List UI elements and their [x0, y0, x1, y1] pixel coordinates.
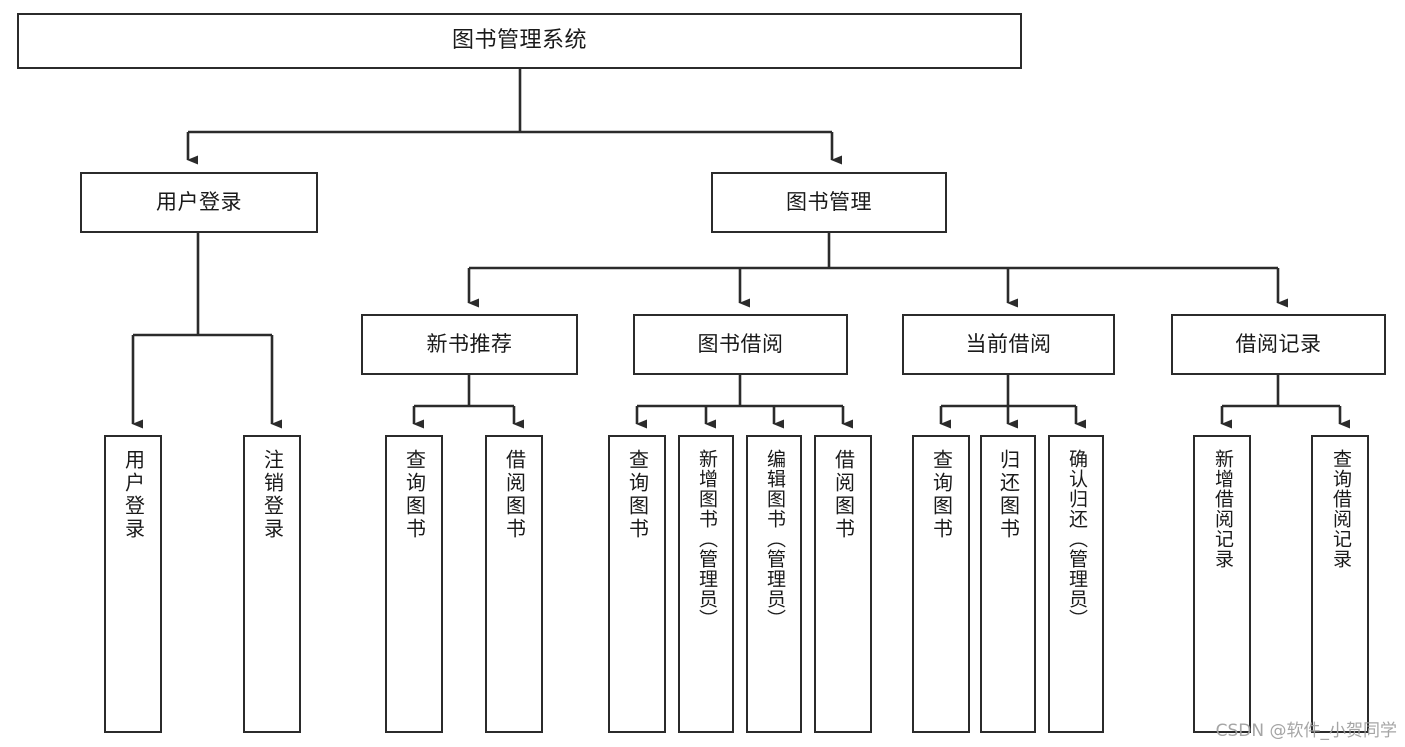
node-book-borrow[interactable]: 图书借阅 — [633, 314, 848, 375]
leaf-borrow-record-add-record[interactable]: 新增借阅记录 — [1193, 435, 1251, 733]
node-book-manage-label: 图书管理 — [786, 190, 872, 215]
leaf-book-borrow-add-book[interactable]: 新增图书（管理员） — [678, 435, 734, 733]
node-book-manage[interactable]: 图书管理 — [711, 172, 947, 233]
leaf-borrow-record-query-record[interactable]: 查询借阅记录 — [1311, 435, 1369, 733]
leaf-current-borrow-query-book[interactable]: 查询图书 — [912, 435, 970, 733]
leaf-user-login-login[interactable]: 用户登录 — [104, 435, 162, 733]
leaf-book-borrow-query-book[interactable]: 查询图书 — [608, 435, 666, 733]
leaf-new-book-rec-query-book[interactable]: 查询图书 — [385, 435, 443, 733]
node-borrow-record-label: 借阅记录 — [1235, 332, 1322, 357]
leaf-current-borrow-query-book-label: 查询图书 — [929, 449, 954, 541]
leaf-book-borrow-edit-book-label: 编辑图书（管理员） — [763, 449, 786, 629]
leaf-book-borrow-borrow-book[interactable]: 借阅图书 — [814, 435, 872, 733]
leaf-user-login-logout[interactable]: 注销登录 — [243, 435, 301, 733]
leaf-book-borrow-borrow-book-label: 借阅图书 — [831, 449, 856, 541]
leaf-current-borrow-confirm-return-label: 确认归还（管理员） — [1065, 449, 1088, 629]
leaf-user-login-logout-label: 注销登录 — [260, 449, 285, 541]
node-book-borrow-label: 图书借阅 — [697, 332, 784, 357]
node-current-borrow[interactable]: 当前借阅 — [902, 314, 1115, 375]
leaf-current-borrow-return-book[interactable]: 归还图书 — [980, 435, 1036, 733]
leaf-book-borrow-query-book-label: 查询图书 — [625, 449, 650, 541]
leaf-new-book-rec-query-book-label: 查询图书 — [402, 449, 427, 541]
node-new-book-rec[interactable]: 新书推荐 — [361, 314, 578, 375]
node-current-borrow-label: 当前借阅 — [965, 332, 1052, 357]
leaf-current-borrow-return-book-label: 归还图书 — [996, 449, 1021, 541]
leaf-borrow-record-add-record-label: 新增借阅记录 — [1211, 449, 1234, 569]
node-user-login-label: 用户登录 — [156, 190, 242, 215]
leaf-book-borrow-edit-book[interactable]: 编辑图书（管理员） — [746, 435, 802, 733]
node-root-label: 图书管理系统 — [451, 28, 587, 54]
leaf-book-borrow-add-book-label: 新增图书（管理员） — [695, 449, 718, 629]
csdn-watermark: CSDN @软件_小贺同学 — [1215, 721, 1397, 741]
node-new-book-rec-label: 新书推荐 — [426, 332, 513, 357]
node-user-login[interactable]: 用户登录 — [80, 172, 318, 233]
leaf-current-borrow-confirm-return[interactable]: 确认归还（管理员） — [1048, 435, 1104, 733]
leaf-new-book-rec-borrow-book-label: 借阅图书 — [502, 449, 527, 541]
leaf-borrow-record-query-record-label: 查询借阅记录 — [1329, 449, 1352, 569]
node-borrow-record[interactable]: 借阅记录 — [1171, 314, 1386, 375]
leaf-user-login-login-label: 用户登录 — [121, 449, 146, 541]
node-root[interactable]: 图书管理系统 — [17, 13, 1022, 69]
leaf-new-book-rec-borrow-book[interactable]: 借阅图书 — [485, 435, 543, 733]
